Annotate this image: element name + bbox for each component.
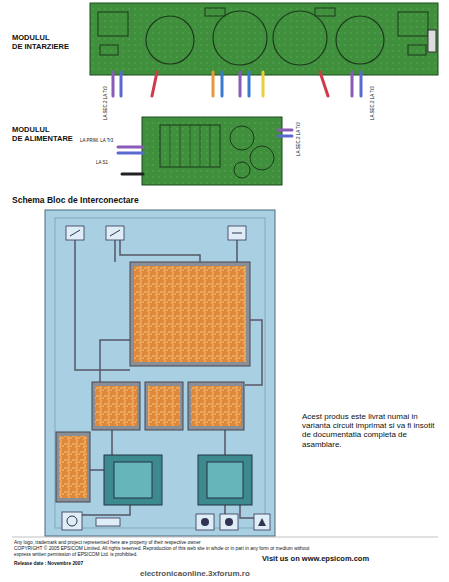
note-text: Acest produs este livrat numai in varian…	[302, 412, 442, 449]
wire-label: LA SEC.2 LA Tr3	[103, 86, 108, 120]
footer-rule	[12, 537, 438, 538]
wire-label: LA PRIM. LA Tr3	[80, 138, 142, 143]
power-module-wires	[118, 130, 292, 174]
module-heading: MODULUL	[12, 34, 82, 43]
wire-label: LA SEC.2 LA Tr3	[370, 86, 375, 120]
delay-module-wires	[113, 72, 361, 96]
website-link: Visit us on www.epsicom.com	[262, 555, 442, 564]
release-date: Release date : Novembre 2007	[14, 561, 214, 567]
delay-module-board	[90, 3, 438, 75]
footer-text: Any logo, trademark and project represen…	[14, 540, 314, 546]
interconnection-block-diagram	[45, 210, 275, 536]
module-heading: DE INTARZIERE	[12, 43, 92, 52]
module-heading: MODULUL	[12, 126, 82, 135]
wire-label: LA SEC.2 LA Tr3	[296, 122, 301, 156]
section-title: Schema Bloc de Interconectare	[12, 196, 139, 206]
power-module-board	[142, 117, 282, 185]
wire-label: LA S1	[96, 160, 126, 165]
watermark: electronicaonline.3xforum.ro	[140, 569, 340, 578]
